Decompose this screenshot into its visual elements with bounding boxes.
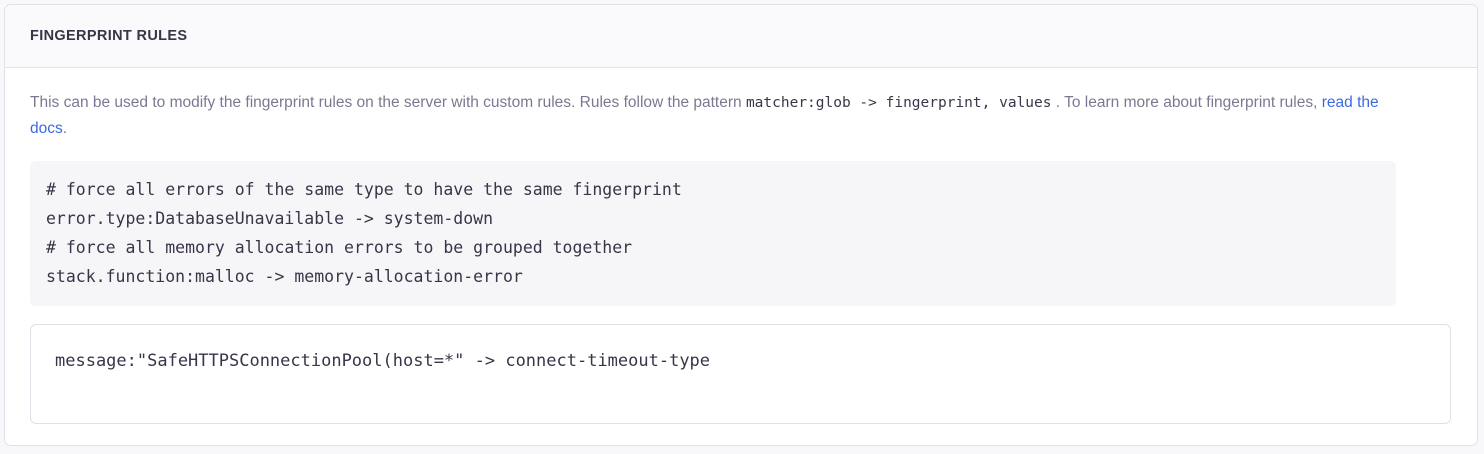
read-the-docs-link[interactable]: read the docs	[30, 94, 1379, 137]
description-lead: This can be used to modify the fingerpri…	[30, 94, 746, 111]
example-code-block: # force all errors of the same type to h…	[30, 161, 1396, 306]
code-line: stack.function:malloc -> memory-allocati…	[46, 267, 523, 286]
description-text: This can be used to modify the fingerpri…	[30, 90, 1390, 142]
description-mid: . To learn more about fingerprint rules,	[1051, 94, 1322, 111]
page-title: FINGERPRINT RULES	[30, 28, 188, 44]
fingerprint-rules-input[interactable]	[30, 324, 1451, 424]
panel-header: FINGERPRINT RULES	[5, 5, 1477, 68]
inline-code-pattern: matcher:glob -> fingerprint, values	[745, 95, 1052, 111]
code-line: # force all memory allocation errors to …	[46, 238, 633, 257]
panel-body: This can be used to modify the fingerpri…	[5, 68, 1477, 424]
description-tail: .	[62, 120, 68, 137]
code-line: # force all errors of the same type to h…	[46, 180, 682, 199]
fingerprint-rules-panel: FINGERPRINT RULES This can be used to mo…	[4, 4, 1478, 446]
code-line: error.type:DatabaseUnavailable -> system…	[46, 209, 494, 228]
